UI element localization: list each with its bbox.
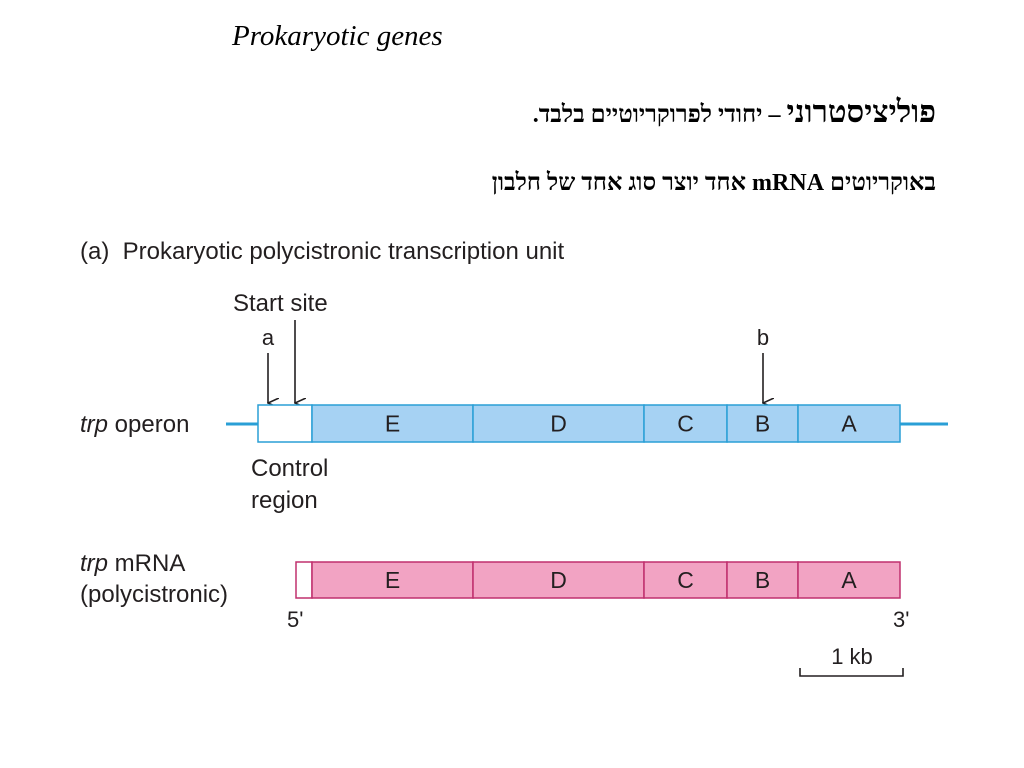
operon-gene-a-box [797,404,901,443]
operon-gene-b-box [726,404,799,443]
mrna-leader-box [295,561,313,599]
site-a-label: a [262,325,275,350]
operon-gene-b-label: B [755,411,770,437]
slide-title: Prokaryotic genes [232,20,443,52]
control-region-box [257,404,313,443]
mrna-gene-d-label: D [550,567,567,593]
mrna-gene-c-box [643,561,728,599]
operon-gene-d-box [472,404,645,443]
operon-gene-a-label: A [841,411,857,437]
mrna-label-italic: trp [80,550,108,577]
mrna-gene-b-label: B [755,567,770,593]
operon-gene-e-box [311,404,474,443]
mrna-label-rest: mRNA [108,550,185,577]
three-prime-label: 3' [893,607,909,632]
panel-title: (a) Prokaryotic polycistronic transcript… [80,238,565,265]
scale-bar-label: 1 kb [831,644,873,669]
operon-gene-d-label: D [550,411,567,437]
five-prime-label: 5' [287,607,303,632]
hebrew-line-eukaryotes: באוקריוטים mRNA אחד יוצר סוג אחד של חלבו… [491,170,936,196]
operon-gene-c-box [643,404,728,443]
mrna-gene-a-label: A [841,567,857,593]
mrna-gene-d-box [472,561,645,599]
mrna-label-line2: (polycistronic) [80,581,228,608]
site-b-label: b [757,325,769,350]
operon-gene-e-label: E [385,411,400,437]
mrna-gene-e-label: E [385,567,400,593]
operon-label-italic: trp [80,411,108,438]
control-region-label-line1: Control [251,455,328,482]
operon-label: trp operon [80,411,189,438]
polycistronic-definition: – יחודי לפרוקריוטיים בלבד. [532,102,787,128]
mrna-label: trp mRNA [80,550,185,577]
operon-gene-c-label: C [677,411,694,437]
operon-label-rest: operon [108,411,189,438]
control-region-label-line2: region [251,487,318,514]
hebrew-line-polycistronic: פוליציסטרוני – יחודי לפרוקריוטיים בלבד. [533,94,936,130]
mrna-gene-c-label: C [677,567,694,593]
mrna-gene-a-box [797,561,901,599]
polycistronic-term: פוליציסטרוני [786,94,936,129]
mrna-gene-e-box [311,561,474,599]
scale-bar [799,668,904,677]
start-site-label: Start site [233,290,328,317]
